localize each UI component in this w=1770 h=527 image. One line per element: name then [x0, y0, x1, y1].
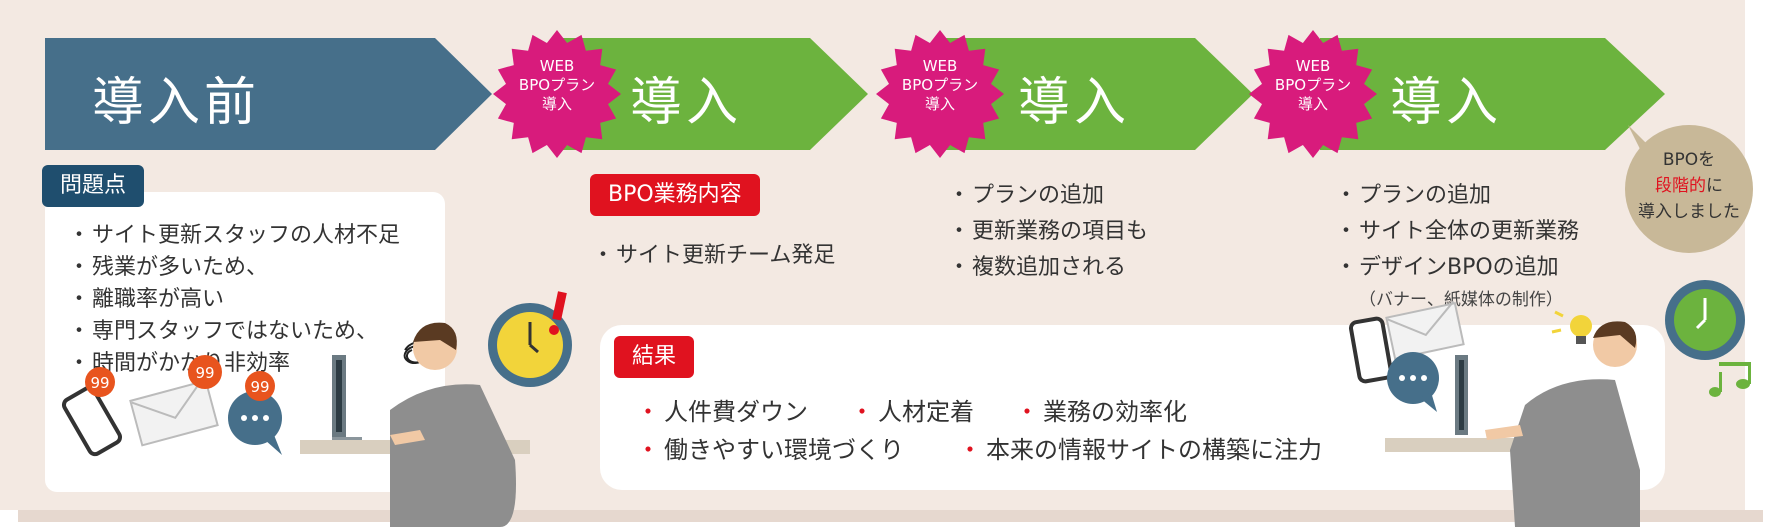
list-item: デザインBPOの追加	[1335, 250, 1579, 286]
list-item: 離職率が高い	[68, 284, 400, 316]
clock-icon	[488, 303, 572, 387]
bpo-content-list: サイト更新チーム発足	[592, 240, 835, 272]
arrow-stage-1	[560, 38, 868, 150]
arrow-before	[45, 38, 492, 150]
notification-count: 99	[195, 364, 214, 382]
lightbulb-icon	[1551, 310, 1592, 344]
list-item: 専門スタッフではないため、	[68, 316, 400, 348]
badge-3-text: WEB BPOプラン 導入	[1253, 57, 1373, 114]
result-text: 業務の効率化	[1043, 398, 1187, 426]
result-text: 本来の情報サイトの構築に注力	[986, 436, 1322, 464]
web-bpo-badge-1	[493, 30, 621, 158]
badge-line: WEB	[539, 57, 575, 75]
mail-icon	[129, 376, 219, 447]
notification-badge: 99	[245, 371, 275, 401]
arrow-stage-2-label: 導入	[1018, 73, 1131, 133]
list-item: 更新業務の項目も	[948, 214, 1148, 250]
result-item: ・人材定着	[850, 398, 974, 426]
list-item: 複数追加される	[948, 250, 1148, 286]
badge-1-text: WEB BPOプラン 導入	[497, 57, 617, 114]
problems-heading: 問題点	[42, 165, 145, 207]
badge-line: BPOプラン	[518, 76, 596, 94]
chat-icon	[1387, 352, 1439, 412]
bubble-text-highlight: 段階的	[1655, 176, 1706, 196]
list-item: プランの追加	[948, 178, 1148, 214]
arrow-stage-1-label: 導入	[630, 73, 743, 133]
notification-count: 99	[250, 378, 269, 396]
arrow-stage-2	[945, 38, 1253, 150]
mail-icon	[1385, 300, 1465, 361]
badge-line: 導入	[924, 95, 955, 113]
result-item: ・本来の情報サイトの構築に注力	[958, 436, 1322, 464]
bubble-tail	[1628, 125, 1648, 149]
summary-bubble-text: BPOを 段階的に 導入しました	[1625, 147, 1753, 225]
exclamation-icon	[549, 291, 567, 335]
web-bpo-badge-3	[1249, 30, 1377, 158]
results-panel	[600, 325, 1665, 490]
arrow-before-label: 導入前	[92, 73, 261, 133]
stage3-list: プランの追加 サイト全体の更新業務 デザインBPOの追加	[1335, 178, 1579, 286]
notification-badge: 99	[85, 367, 115, 397]
list-item-cont: 複数追加される	[972, 255, 1127, 280]
music-note-icon	[1709, 362, 1751, 397]
list-item: 残業が多いため、	[68, 252, 400, 284]
bubble-text-wo: を	[1698, 150, 1716, 170]
before-illustration: 99 99 99	[61, 291, 572, 527]
result-text: 働きやすい環境づくり	[664, 436, 904, 464]
stage2-list: プランの追加 更新業務の項目も 複数追加される	[948, 178, 1148, 286]
badge-line: WEB	[922, 57, 958, 75]
badge-line: 導入	[541, 95, 572, 113]
stage3-note: （バナー、紙媒体の制作）	[1359, 290, 1563, 310]
clock-icon	[1665, 280, 1745, 360]
badge-line: BPOプラン	[901, 76, 979, 94]
bubble-text-line3: 導入しました	[1638, 202, 1740, 222]
result-item: ・業務の効率化	[1015, 398, 1187, 426]
web-bpo-badge-2	[876, 30, 1004, 158]
list-item: サイト全体の更新業務	[1335, 214, 1579, 250]
list-item-cont: 離職率が高い	[92, 287, 225, 312]
badge-line: 導入	[1297, 95, 1328, 113]
result-text: 人件費ダウン	[664, 398, 808, 426]
monitor-icon	[332, 355, 362, 443]
list-item: サイト更新チーム発足	[592, 240, 835, 272]
badge-2-text: WEB BPOプラン 導入	[880, 57, 1000, 114]
list-item: プランの追加	[1335, 178, 1579, 214]
stressed-worker	[390, 322, 516, 527]
monitor-icon	[1455, 355, 1468, 435]
phone-icon	[1348, 316, 1394, 384]
result-item: ・人件費ダウン	[636, 398, 808, 426]
result-text: 人材定着	[878, 398, 974, 426]
bubble-text-bpo: BPO	[1662, 150, 1699, 170]
arrow-stage-3-label: 導入	[1390, 73, 1503, 133]
problems-list: サイト更新スタッフの人材不足 残業が多いため、 離職率が高い 専門スタッフではな…	[68, 220, 400, 380]
list-item: サイト更新スタッフの人材不足	[68, 220, 400, 252]
summary-bubble: BPOを 段階的に 導入しました	[1625, 125, 1753, 253]
after-illustration	[1348, 280, 1751, 527]
result-item: ・働きやすい環境づくり	[636, 436, 904, 464]
notification-badge: 99	[188, 355, 222, 389]
arrow-stage-3	[1320, 38, 1665, 150]
calm-worker	[1485, 321, 1640, 527]
notification-count: 99	[90, 374, 109, 392]
phone-icon	[61, 385, 123, 457]
bpo-content-heading: BPO業務内容	[590, 174, 760, 216]
badge-line: BPOプラン	[1274, 76, 1352, 94]
chat-icon	[228, 391, 282, 455]
badge-line: WEB	[1295, 57, 1331, 75]
results-heading: 結果	[614, 336, 695, 378]
bubble-text-ni: に	[1706, 176, 1723, 196]
